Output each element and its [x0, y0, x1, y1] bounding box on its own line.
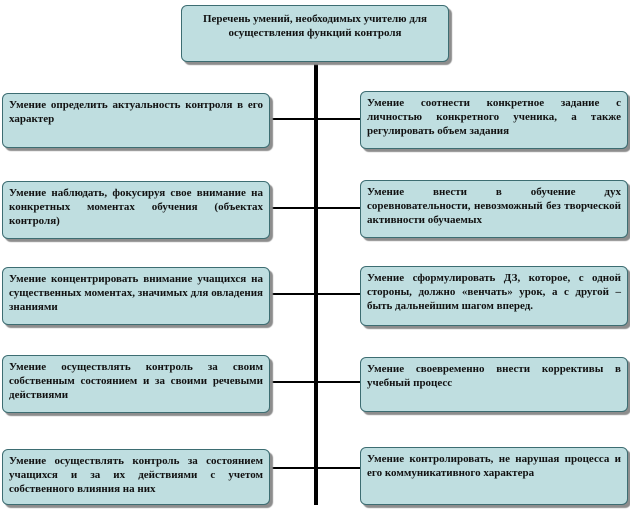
right-box-4: Умение своевременно внести коррективы в …	[360, 357, 628, 412]
connector-right-5	[316, 467, 360, 469]
connector-left-5	[270, 467, 316, 469]
left-box-4: Умение осуществлять контроль за своим со…	[2, 355, 270, 413]
connector-right-3	[316, 293, 360, 295]
right-box-3: Умение сформулировать ДЗ, которое, с одн…	[360, 266, 628, 326]
root-box: Перечень умений, необходимых учителю для…	[181, 5, 449, 62]
connector-left-4	[270, 381, 316, 383]
left-box-5: Умение осуществлять контроль за состояни…	[2, 449, 270, 505]
left-box-3: Умение концентрировать внимание учащихся…	[2, 267, 270, 325]
connector-left-2	[270, 207, 316, 209]
connector-right-2	[316, 207, 360, 209]
connector-right-4	[316, 381, 360, 383]
right-box-2: Умение внести в обучение дух соревновате…	[360, 180, 628, 238]
connector-right-1	[316, 118, 360, 120]
right-box-1: Умение соотнести конкретное задание с ли…	[360, 91, 628, 149]
connector-left-3	[270, 293, 316, 295]
connector-trunk	[314, 62, 318, 505]
left-box-2: Умение наблюдать, фокусируя свое внимани…	[2, 181, 270, 239]
left-box-1: Умение определить актуальность контроля …	[2, 93, 270, 148]
right-box-5: Умение контролировать, не нарушая процес…	[360, 447, 628, 505]
connector-left-1	[270, 118, 316, 120]
